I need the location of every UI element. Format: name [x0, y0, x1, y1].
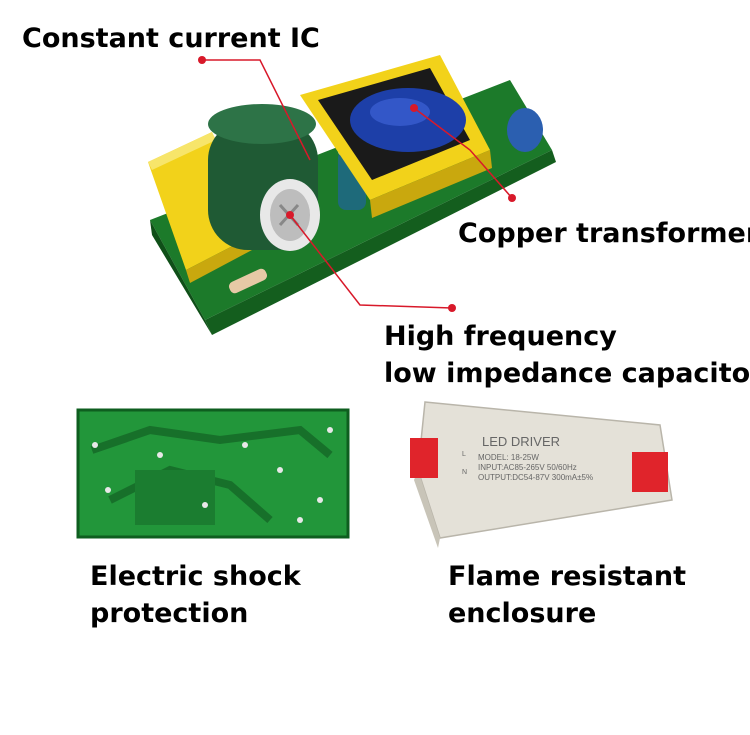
enclosure-title: LED DRIVER — [482, 434, 560, 449]
callout-capacitor-line2: low impedance capacitor — [384, 358, 750, 389]
blue-capacitor — [507, 108, 543, 152]
enclosure-l-label: L — [462, 451, 466, 458]
enclosure-model: MODEL: 18-25W — [478, 453, 539, 462]
enclosure-input: INPUT:AC85-265V 50/60Hz — [478, 463, 577, 472]
enclosure-n-label: N — [462, 469, 467, 476]
feature-flame-line1: Flame resistant — [448, 561, 687, 592]
enclosure-output: OUTPUT:DC54-87V 300mA±5% — [478, 473, 593, 482]
callout-dots — [198, 56, 516, 312]
callout-capacitor-line1: High frequency — [384, 321, 617, 352]
feature-shock-line2: protection — [90, 598, 249, 629]
callout-constant-current-ic: Constant current IC — [22, 23, 320, 54]
feature-shock-line1: Electric shock — [90, 561, 301, 592]
feature-flame-line2: enclosure — [448, 598, 597, 629]
pcb-underside — [76, 408, 350, 539]
copper-transformer — [300, 55, 492, 218]
driver-enclosure — [410, 401, 673, 548]
resistor — [228, 268, 268, 294]
callout-copper-transformer: Copper transformer — [458, 218, 750, 249]
callout-lines — [202, 59, 513, 309]
